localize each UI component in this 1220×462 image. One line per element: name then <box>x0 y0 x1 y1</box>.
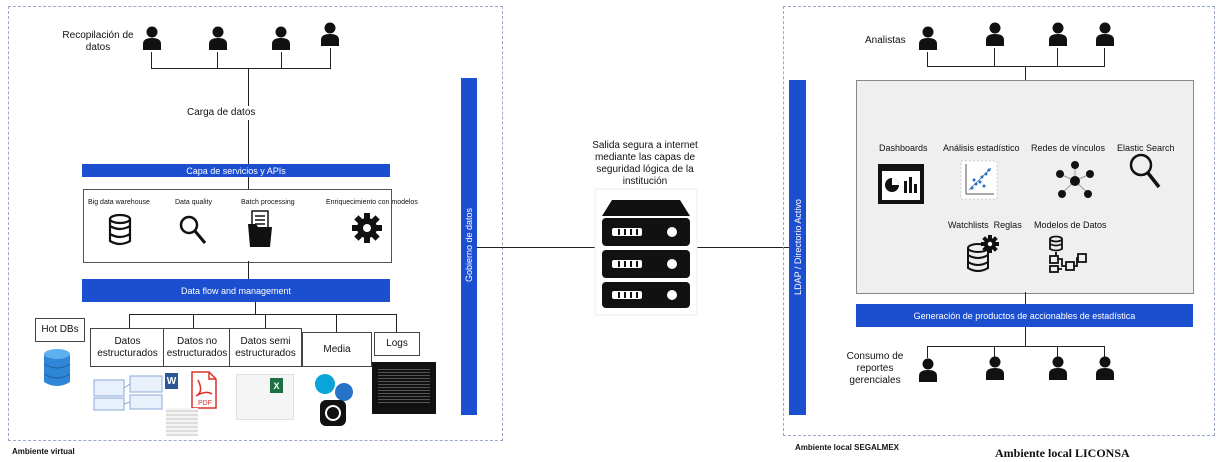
source-unstructured: Datos no estructurados <box>163 328 231 367</box>
search-icon <box>1129 153 1161 189</box>
spreadsheet-icon <box>93 375 163 411</box>
connector <box>396 314 397 332</box>
person-icon <box>1095 356 1115 380</box>
connector <box>1057 346 1058 358</box>
flow-bar: Data flow and management <box>82 279 390 302</box>
analysts-label: Analistas <box>865 35 906 46</box>
source-media: Media <box>302 332 372 367</box>
governance-label: Gobierno de datos <box>464 207 474 283</box>
scatter-icon <box>960 160 998 200</box>
person-icon <box>208 26 228 50</box>
person-icon <box>320 22 340 46</box>
segalmex-footer: Ambiente local SEGALMEX <box>795 443 900 452</box>
magnifier-icon <box>179 215 207 244</box>
connector <box>927 346 1105 347</box>
tool-label: Análisis estadístico <box>943 143 1020 153</box>
network-icon <box>1056 161 1094 198</box>
services-bar: Capa de servicios y APIs <box>82 164 390 177</box>
source-structured: Datos estructurados <box>90 328 165 367</box>
source-logs: Logs <box>374 332 420 356</box>
source-semistructured: Datos semi estructurados <box>229 328 302 367</box>
tool-label: Big data warehouse <box>88 199 150 206</box>
connector <box>248 177 249 189</box>
tool-label: Watchlists Reglas <box>948 220 1022 230</box>
ldap-label: LDAP / Directorio Activo <box>793 199 803 295</box>
spreadsheet-thumbnail <box>236 374 294 420</box>
person-icon <box>1048 22 1068 46</box>
tool-label: Dashboards <box>879 143 928 153</box>
data-model-icon <box>1049 235 1087 273</box>
connector <box>265 314 266 328</box>
connector <box>281 52 282 68</box>
connector <box>994 48 995 66</box>
connector <box>330 48 331 68</box>
products-bar: Generación de productos de accionables d… <box>856 304 1193 327</box>
connector <box>477 247 595 248</box>
connector <box>1025 292 1026 304</box>
tool-label: Enriquecimiento con modelos <box>326 199 418 206</box>
connector <box>1104 48 1105 66</box>
connector <box>217 52 218 68</box>
excel-icon: X <box>270 378 283 393</box>
virtual-footer: Ambiente virtual <box>12 447 75 456</box>
dashboard-icon <box>878 164 924 204</box>
connector <box>1025 66 1026 80</box>
person-icon <box>1048 356 1068 380</box>
person-icon <box>918 358 938 382</box>
connector <box>927 52 928 66</box>
liconsa-footer: Ambiente local LICONSA <box>995 446 1130 460</box>
media-icon <box>315 374 353 426</box>
connector <box>994 346 995 358</box>
connector <box>193 314 194 328</box>
person-icon <box>918 26 938 50</box>
local-environment-frame <box>783 6 1215 436</box>
connector <box>129 314 397 315</box>
person-icon <box>142 26 162 50</box>
ldap-bar <box>789 80 806 415</box>
pdf-icon <box>191 371 217 409</box>
word-icon: W <box>165 373 178 389</box>
tool-label: Redes de vínculos <box>1031 143 1106 153</box>
consumers-label: Consumo de reportes gerenciales <box>846 351 904 386</box>
connector <box>697 247 789 248</box>
connector <box>248 261 249 279</box>
person-icon <box>985 356 1005 380</box>
person-icon <box>1095 22 1115 46</box>
tool-label: Modelos de Datos <box>1034 220 1107 230</box>
connector <box>927 66 1105 67</box>
tools-box <box>83 189 392 263</box>
connector <box>151 68 331 69</box>
tool-label: Batch processing <box>241 199 295 206</box>
gear-icon <box>352 213 382 243</box>
database-icon <box>108 214 132 246</box>
hotdbs-box: Hot DBs <box>35 318 85 342</box>
server-icon <box>594 188 698 316</box>
pdf-label: PDF <box>198 400 212 407</box>
connector <box>1057 48 1058 66</box>
folder-icon <box>248 210 272 247</box>
person-icon <box>271 26 291 50</box>
tool-label: Elastic Search <box>1117 143 1175 153</box>
hot-database-icon <box>43 349 71 386</box>
connector <box>1025 327 1026 346</box>
virtual-environment-frame <box>8 6 503 441</box>
connector <box>255 302 256 314</box>
connector <box>129 314 130 328</box>
governance-bar <box>461 78 477 415</box>
connector <box>336 314 337 332</box>
connector <box>151 52 152 68</box>
person-icon <box>985 22 1005 46</box>
database-gear-icon <box>967 235 999 272</box>
security-text: Salida segura a internet mediante las ca… <box>592 140 698 187</box>
connector <box>927 346 928 358</box>
connector <box>1104 346 1105 358</box>
document-thumbnail <box>166 408 198 436</box>
collect-label: Recopilación de datos <box>62 30 134 53</box>
load-label: Carga de datos <box>185 106 258 120</box>
tool-label: Data quality <box>175 199 212 206</box>
terminal-log-thumbnail <box>372 362 436 414</box>
